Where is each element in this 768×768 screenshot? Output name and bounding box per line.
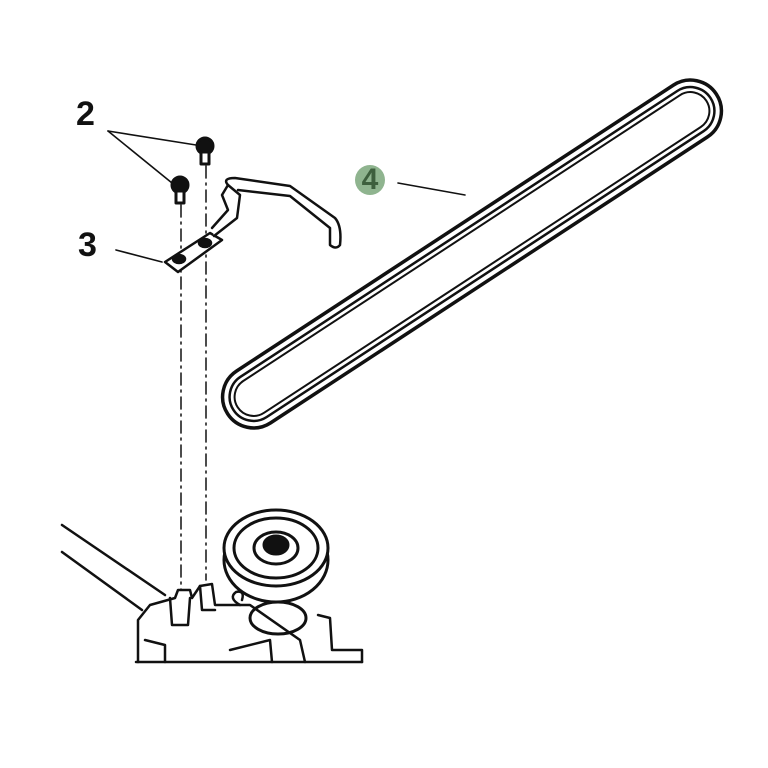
belt-guide-bracket <box>163 176 342 274</box>
callout-4-highlighted[interactable]: 4 <box>355 165 385 195</box>
v-belt <box>220 78 724 430</box>
transmission-housing <box>60 523 364 664</box>
leader-lines <box>107 130 466 263</box>
callout-3[interactable]: 3 <box>78 226 97 264</box>
bolt <box>195 136 215 166</box>
bolt <box>170 175 190 205</box>
pulley <box>222 508 330 636</box>
callout-2[interactable]: 2 <box>76 95 95 133</box>
alignment-lines <box>180 165 207 591</box>
